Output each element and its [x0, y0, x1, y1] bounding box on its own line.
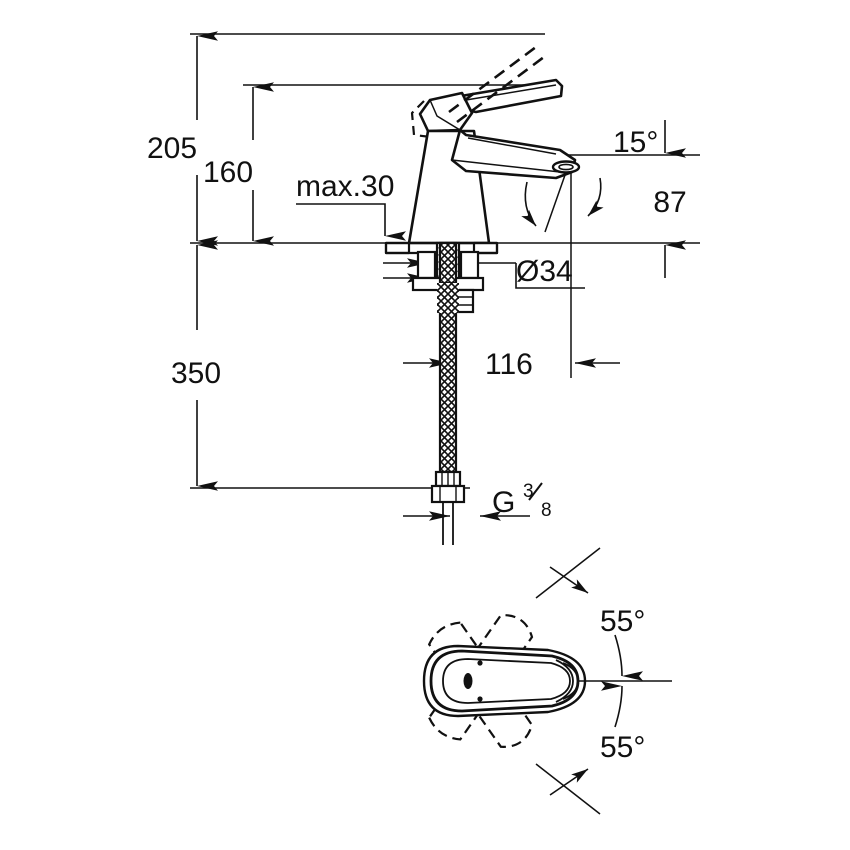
plan-view-group: 55° 55° [422, 547, 672, 815]
dimension-label-thread: G [492, 486, 515, 519]
dimension-label-spout-angle: 15° [613, 126, 658, 159]
dimension-spout-clearance: 87 [653, 120, 687, 278]
dimension-spout-angle: 15° [521, 126, 658, 310]
dimension-label-hose-length: 350 [171, 357, 221, 390]
hose-connector-nut [430, 484, 466, 504]
lever-ghost-lower [427, 621, 534, 748]
dimension-label-shank-diameter: Ø34 [516, 255, 573, 288]
dimension-thread-size: G 3 8 [403, 481, 552, 521]
dimension-label-spout-clearance: 87 [653, 186, 686, 219]
mount-block-left [416, 250, 437, 280]
dimension-hose-length: 350 [171, 240, 221, 491]
flexible-hose [430, 241, 466, 545]
handle-raised-ghost [410, 100, 432, 139]
dimension-label-spout-projection: 116 [485, 348, 533, 381]
dimension-total-height: 205 [147, 31, 218, 246]
dimension-label-max-deck-thickness: max.30 [296, 170, 394, 203]
dimension-swivel-left: 55° [535, 547, 645, 681]
dimension-label-swivel-left: 55° [600, 605, 645, 638]
dimension-spout-height: 160 [203, 82, 274, 246]
dimension-swivel-right: 55° [535, 681, 645, 815]
aerator [551, 160, 581, 174]
dimension-label-spout-height: 160 [203, 156, 253, 189]
dimension-label-thread-denominator: 8 [541, 500, 552, 521]
dimension-label-thread-numerator: 3 [523, 481, 534, 502]
lever-ghost-upper [427, 614, 534, 741]
dimension-label-swivel-right: 55° [600, 731, 645, 764]
faucet-elevation-geometry [384, 42, 581, 255]
plan-index-marks [463, 660, 483, 702]
mount-block-right [459, 250, 480, 280]
dimension-max-deck-thickness: max.30 [296, 170, 406, 241]
dimension-label-total-height: 205 [147, 132, 197, 165]
faucet-body [407, 128, 577, 245]
